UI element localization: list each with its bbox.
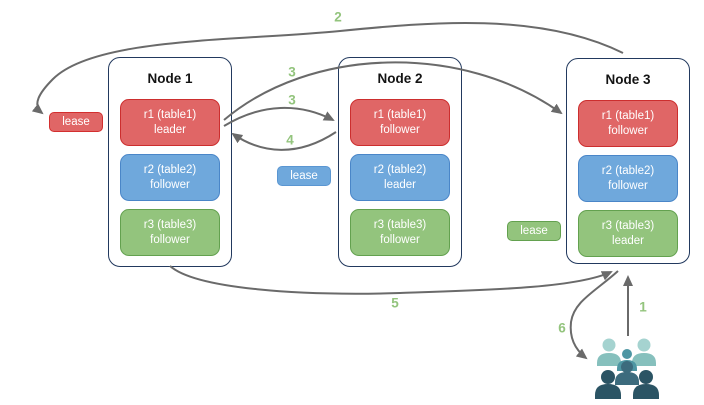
- replica-node2-r2: r2 (table2) leader: [350, 154, 450, 201]
- replica-line1: r3 (table3): [601, 219, 655, 232]
- replica-line1: r2 (table2): [373, 163, 427, 176]
- lease-badge-table2: lease: [277, 166, 331, 186]
- users-icon: [595, 338, 659, 399]
- replica-node2-r3: r3 (table3) follower: [350, 209, 450, 256]
- node-1-title: Node 1: [147, 71, 193, 86]
- replica-node2-r1: r1 (table1) follower: [350, 99, 450, 146]
- replica-node3-r3: r3 (table3) leader: [578, 210, 678, 257]
- replica-line2: follower: [150, 233, 190, 246]
- replica-line2: follower: [608, 179, 648, 192]
- replica-line1: r2 (table2): [143, 163, 197, 176]
- replica-line1: r1 (table1): [373, 108, 427, 121]
- replica-line2: leader: [154, 123, 186, 136]
- replica-node3-r2: r2 (table2) follower: [578, 155, 678, 202]
- replica-line1: r3 (table3): [373, 218, 427, 231]
- lease-badge-table3: lease: [507, 221, 561, 241]
- replica-line1: r1 (table1): [143, 108, 197, 121]
- replica-line2: leader: [384, 178, 416, 191]
- step-label-6: 6: [558, 320, 566, 336]
- node-2-title: Node 2: [377, 71, 423, 86]
- node-3-title: Node 3: [605, 72, 651, 87]
- replica-line2: leader: [612, 234, 644, 247]
- replica-line2: follower: [380, 123, 420, 136]
- arrow-step5-node1-to-node3: [169, 265, 613, 295]
- replica-node1-r2: r2 (table2) follower: [120, 154, 220, 201]
- node-3: Node 3 r1 (table1) follower r2 (table2) …: [566, 58, 690, 264]
- replica-line2: follower: [380, 233, 420, 246]
- replica-line2: follower: [608, 124, 648, 137]
- step-label-3a: 3: [288, 64, 296, 80]
- arrow-step4-node2-to-leader: [231, 131, 337, 151]
- replica-line1: r2 (table2): [601, 164, 655, 177]
- node-2: Node 2 r1 (table1) follower r2 (table2) …: [338, 57, 462, 267]
- arrow-step6-node3-to-users: [569, 270, 619, 360]
- replica-node1-r3: r3 (table3) follower: [120, 209, 220, 256]
- step-label-2: 2: [334, 9, 342, 25]
- replica-line2: follower: [150, 178, 190, 191]
- replica-line1: r3 (table3): [143, 218, 197, 231]
- step-label-5: 5: [391, 295, 399, 311]
- replica-line1: r1 (table1): [601, 109, 655, 122]
- lease-badge-table1: lease: [49, 112, 103, 132]
- node-1: Node 1 r1 (table1) leader r2 (table2) fo…: [108, 57, 232, 267]
- step-label-3b: 3: [288, 92, 296, 108]
- replica-node1-r1: r1 (table1) leader: [120, 99, 220, 146]
- step-label-4: 4: [286, 132, 294, 148]
- replica-node3-r1: r1 (table1) follower: [578, 100, 678, 147]
- step-label-1: 1: [639, 299, 647, 315]
- arrow-step3-leader-to-node2: [223, 106, 335, 127]
